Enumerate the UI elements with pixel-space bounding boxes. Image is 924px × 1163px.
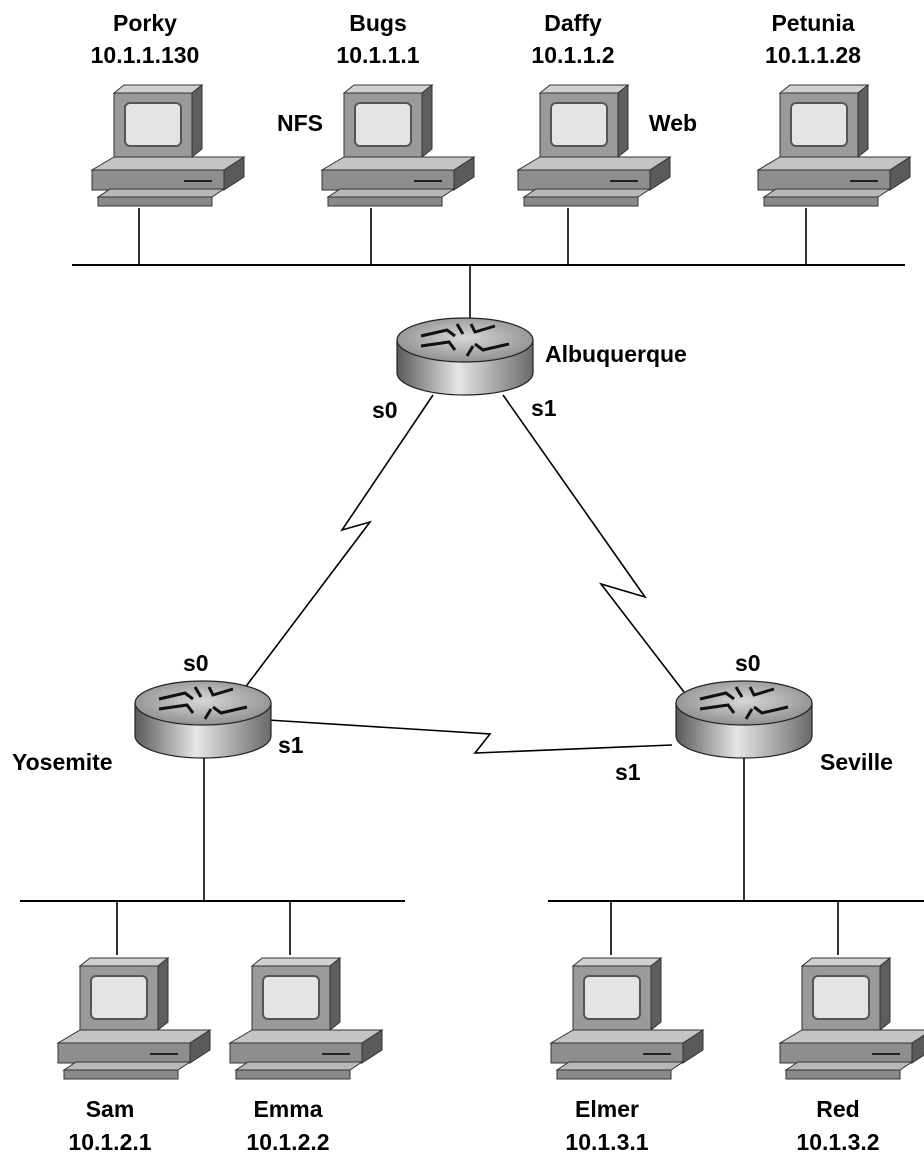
- host-bugs[interactable]: Bugs 10.1.1.1 NFS: [277, 10, 475, 207]
- host-ip: 10.1.1.1: [336, 42, 419, 68]
- computer-icon: [517, 84, 671, 207]
- host-ip: 10.1.1.28: [765, 42, 861, 68]
- serial-link-yosemite-seville: [267, 719, 673, 754]
- computer-icon: [229, 957, 383, 1080]
- interface-s1: s1: [278, 732, 304, 758]
- router-icon: [133, 679, 273, 760]
- host-ip: 10.1.3.2: [796, 1129, 879, 1155]
- host-ip: 10.1.3.1: [565, 1129, 648, 1155]
- host-ip: 10.1.1.130: [91, 42, 200, 68]
- computer-icon: [57, 957, 211, 1080]
- host-name: Bugs: [349, 10, 407, 36]
- host-ip: 10.1.1.2: [531, 42, 614, 68]
- host-name: Elmer: [575, 1096, 639, 1122]
- host-ip: 10.1.2.1: [68, 1129, 151, 1155]
- router-icon: [395, 316, 535, 397]
- host-name: Daffy: [544, 10, 602, 36]
- host-sam[interactable]: Sam 10.1.2.1: [57, 957, 211, 1155]
- computer-icon: [779, 957, 924, 1080]
- host-red[interactable]: Red 10.1.3.2: [779, 957, 924, 1155]
- host-ip: 10.1.2.2: [246, 1129, 329, 1155]
- host-name: Sam: [86, 1096, 135, 1122]
- router-yosemite[interactable]: Yosemite s0 s1: [12, 650, 304, 775]
- computer-icon: [550, 957, 704, 1080]
- host-petunia[interactable]: Petunia 10.1.1.28: [757, 10, 911, 207]
- host-role: Web: [649, 110, 697, 136]
- router-name: Seville: [820, 749, 893, 775]
- host-elmer[interactable]: Elmer 10.1.3.1: [550, 957, 704, 1155]
- interface-s0: s0: [372, 397, 398, 423]
- host-name: Porky: [113, 10, 177, 36]
- host-role: NFS: [277, 110, 323, 136]
- interface-s1: s1: [531, 395, 557, 421]
- serial-link-albuquerque-seville: [502, 394, 685, 693]
- interface-s1: s1: [615, 759, 641, 785]
- computer-icon: [321, 84, 475, 207]
- computer-icon: [91, 84, 245, 207]
- serial-link-albuquerque-yosemite: [243, 394, 434, 690]
- host-name: Petunia: [771, 10, 854, 36]
- router-seville[interactable]: Seville s0 s1: [615, 650, 893, 785]
- router-name: Yosemite: [12, 749, 113, 775]
- router-icon: [674, 679, 814, 760]
- host-emma[interactable]: Emma 10.1.2.2: [229, 957, 383, 1155]
- host-name: Red: [816, 1096, 859, 1122]
- interface-s0: s0: [735, 650, 761, 676]
- host-name: Emma: [253, 1096, 322, 1122]
- host-porky[interactable]: Porky 10.1.1.130: [91, 10, 245, 207]
- host-daffy[interactable]: Daffy 10.1.1.2 Web: [517, 10, 697, 207]
- router-name: Albuquerque: [545, 341, 687, 367]
- router-albuquerque[interactable]: Albuquerque s0 s1: [372, 316, 687, 423]
- interface-s0: s0: [183, 650, 209, 676]
- computer-icon: [757, 84, 911, 207]
